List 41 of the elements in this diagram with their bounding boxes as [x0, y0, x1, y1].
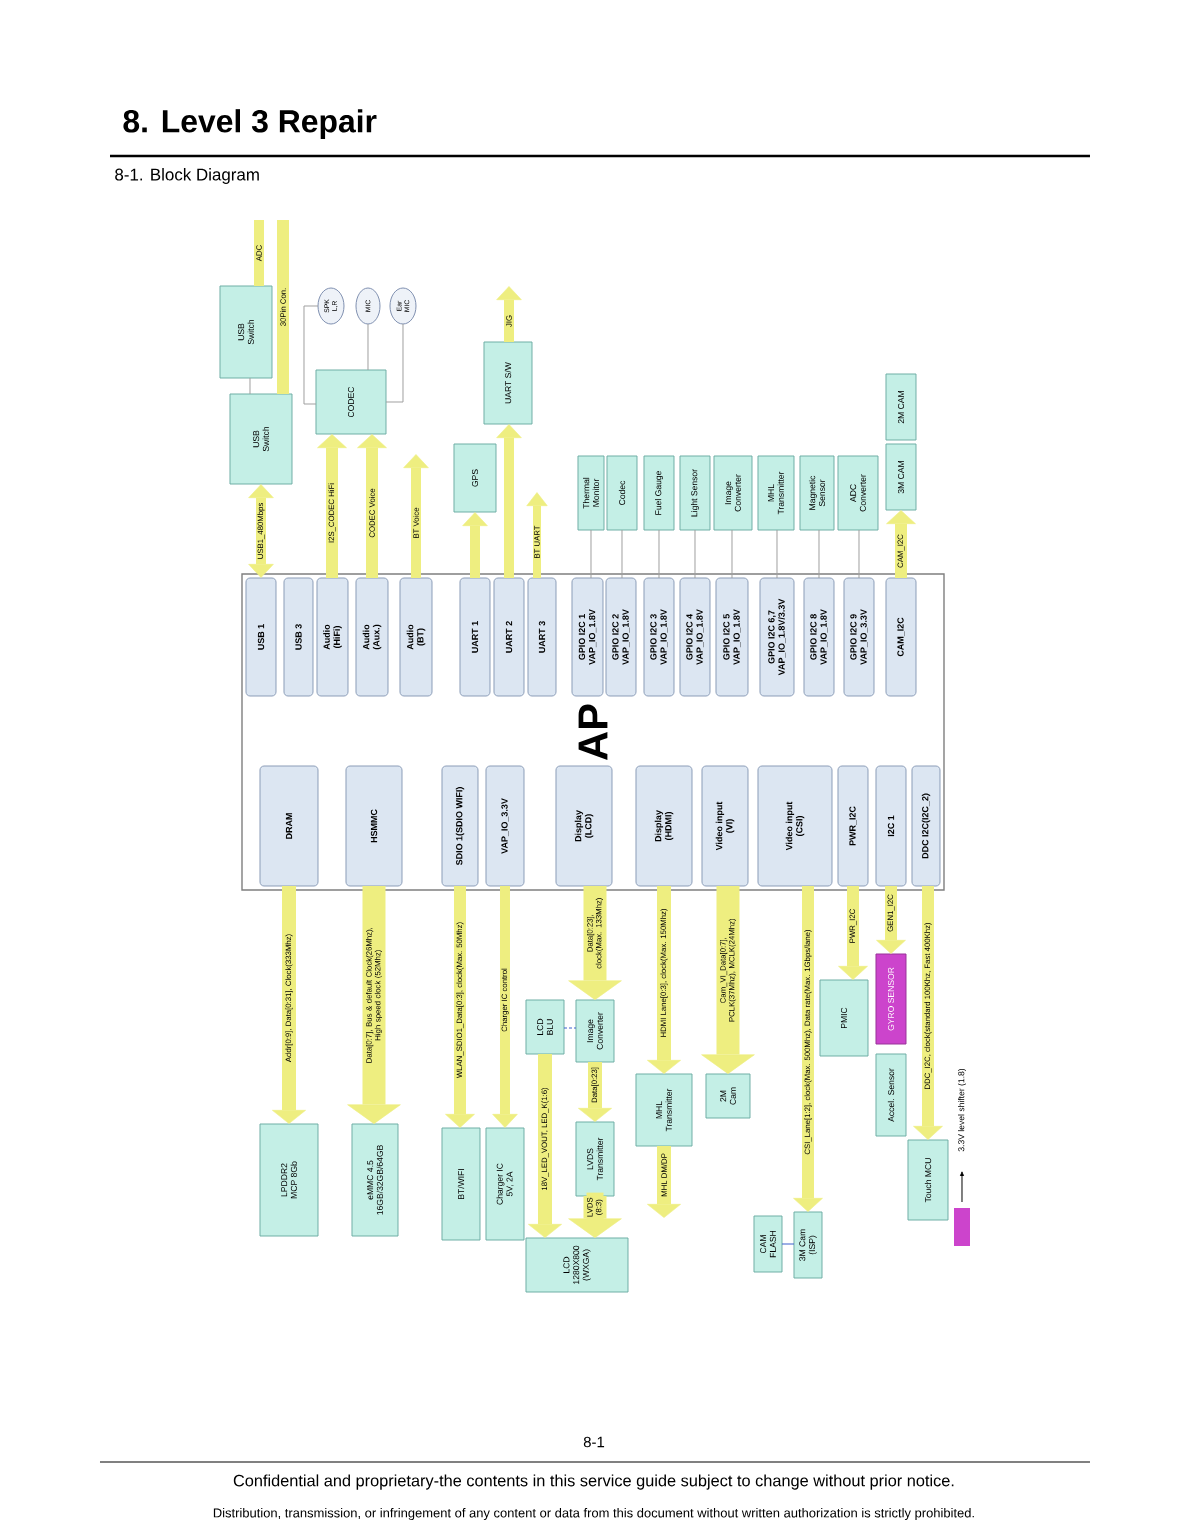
connector-line — [367, 323, 369, 371]
block-arrow — [913, 886, 943, 1140]
block-arrow — [462, 512, 488, 578]
block-arrow — [492, 886, 518, 1128]
block-arrow — [496, 286, 522, 342]
connector-line — [858, 529, 860, 579]
block-arrow — [496, 424, 522, 578]
block-arrow — [445, 886, 475, 1128]
connector-line — [590, 529, 592, 579]
section-heading: 8-1. Block Diagram — [115, 168, 259, 184]
connector-line — [776, 529, 778, 579]
connector-line — [818, 529, 820, 579]
footer-note: Confidential and proprietary-the contents in this service guide subject to change without prior notice. — [233, 1474, 954, 1490]
connector-line — [658, 529, 660, 579]
page-title: 8. Level 3 Repair — [123, 109, 377, 139]
connector-line — [385, 323, 404, 403]
block-arrow — [793, 886, 823, 1212]
connector-line — [303, 305, 319, 405]
block-arrow — [248, 484, 274, 578]
block-arrow — [578, 1062, 612, 1122]
block-arrow — [357, 434, 387, 578]
connector-line — [731, 529, 733, 579]
block-arrow — [838, 886, 868, 980]
connector-line — [781, 1243, 795, 1245]
block-arrow — [272, 886, 306, 1124]
block-arrow — [528, 1054, 562, 1238]
connector-line — [621, 529, 623, 579]
connector-line — [694, 529, 696, 579]
block-arrow — [568, 1196, 622, 1238]
block-arrow — [317, 434, 347, 578]
connector-line — [249, 377, 251, 395]
block-arrow — [886, 510, 916, 578]
block-arrow — [526, 492, 548, 578]
block-arrow — [403, 454, 429, 578]
block-arrow — [647, 886, 681, 1074]
block-arrow — [876, 886, 906, 954]
block-arrow — [647, 1146, 681, 1218]
block-arrow — [701, 886, 755, 1074]
connector-line — [563, 1027, 577, 1029]
block-arrow — [568, 886, 622, 1000]
block-arrow — [347, 886, 401, 1124]
